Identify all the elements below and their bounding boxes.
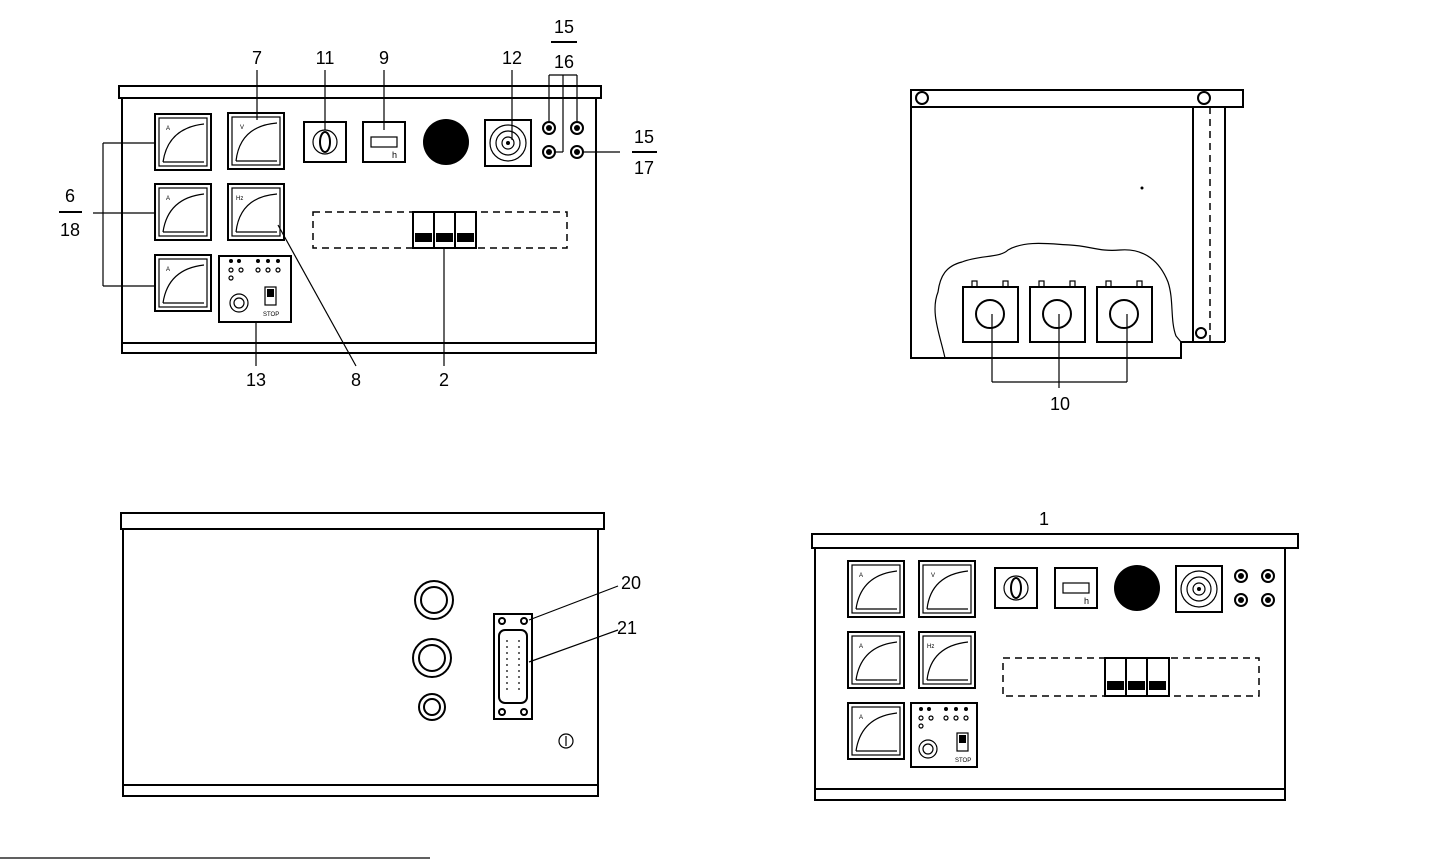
frequency-meter: Hz (918, 631, 976, 689)
callout-12: 12 (502, 48, 522, 68)
relay-3 (1096, 280, 1153, 343)
hinge-screw (1195, 327, 1207, 339)
emergency-stop-button (423, 119, 469, 165)
panel-top-rim (118, 85, 602, 99)
callout-15-upper: 15 (554, 17, 574, 37)
cable-glands (412, 580, 454, 721)
power-socket (1175, 565, 1223, 613)
callout-9: 9 (379, 48, 389, 68)
hinge-screw (915, 91, 929, 105)
relay-2 (1029, 280, 1086, 343)
meter-label: A (859, 573, 863, 579)
callout-11: 11 (316, 48, 335, 68)
meter-label: V (240, 125, 244, 131)
ammeter-3: A (847, 702, 905, 760)
cutaway-top-rail (910, 89, 1244, 108)
front-panel-view-1: 1 A V A Hz (811, 509, 1299, 801)
emergency-stop-button (1114, 565, 1160, 611)
meter-label: A (166, 267, 170, 273)
hinge-screw (1197, 91, 1211, 105)
key-switch (918, 739, 938, 759)
callout-15-lower: 15 (634, 127, 654, 147)
meter-label: Hz (927, 644, 934, 650)
hour-meter-unit: h (392, 150, 397, 160)
engine-control-module: STOP (910, 702, 978, 768)
panel-1-top-rim (811, 533, 1299, 549)
frequency-meter: Hz (227, 183, 285, 241)
callout-6: 6 (65, 186, 75, 206)
ammeter-2: A (847, 631, 905, 689)
stop-label: STOP (263, 312, 279, 318)
rear-top-rim (120, 512, 605, 530)
ammeter-2: A (154, 183, 212, 241)
selector-switch (994, 567, 1038, 609)
multi-pin-connector (493, 613, 533, 720)
stop-switch (956, 732, 969, 752)
callout-18: 18 (60, 220, 80, 240)
callout-2: 2 (439, 370, 449, 390)
callout-21: 21 (617, 618, 637, 638)
voltmeter: V (918, 560, 976, 618)
ammeter-3: A (154, 254, 212, 312)
meter-label: A (166, 126, 170, 132)
meter-label: A (166, 196, 170, 202)
stop-switch (264, 286, 277, 306)
stop-label: STOP (955, 758, 971, 764)
rear-view: 20 21 (120, 512, 641, 797)
callout-16: 16 (554, 52, 574, 72)
meter-label: A (859, 715, 863, 721)
meter-label: A (859, 644, 863, 650)
key-switch (229, 293, 249, 313)
callout-17: 17 (634, 158, 654, 178)
callout-8: 8 (351, 370, 361, 390)
hour-meter-unit: h (1084, 596, 1089, 606)
cutaway-view: 10 (910, 89, 1244, 414)
engine-control-module: STOP (218, 255, 292, 323)
callout-1: 1 (1039, 509, 1049, 529)
cutaway-body (910, 107, 1194, 359)
hour-meter: h (1054, 567, 1098, 609)
voltmeter: V (227, 112, 285, 170)
relay-1 (962, 280, 1019, 343)
meter-label: V (931, 573, 935, 579)
indicator-lamps (1234, 569, 1275, 607)
front-panel-view: A A A V Hz (59, 17, 657, 390)
earth-terminal (558, 733, 574, 749)
leader-lines (93, 70, 620, 367)
callout-13: 13 (246, 370, 266, 390)
meter-label: Hz (236, 196, 243, 202)
ammeter-1: A (154, 113, 212, 171)
ammeter-1: A (847, 560, 905, 618)
callout-20: 20 (621, 573, 641, 593)
circuit-breakers (312, 211, 568, 249)
callout-7: 7 (252, 48, 262, 68)
callout-10: 10 (1050, 394, 1070, 414)
circuit-breakers (1002, 657, 1260, 697)
power-socket (484, 119, 532, 167)
